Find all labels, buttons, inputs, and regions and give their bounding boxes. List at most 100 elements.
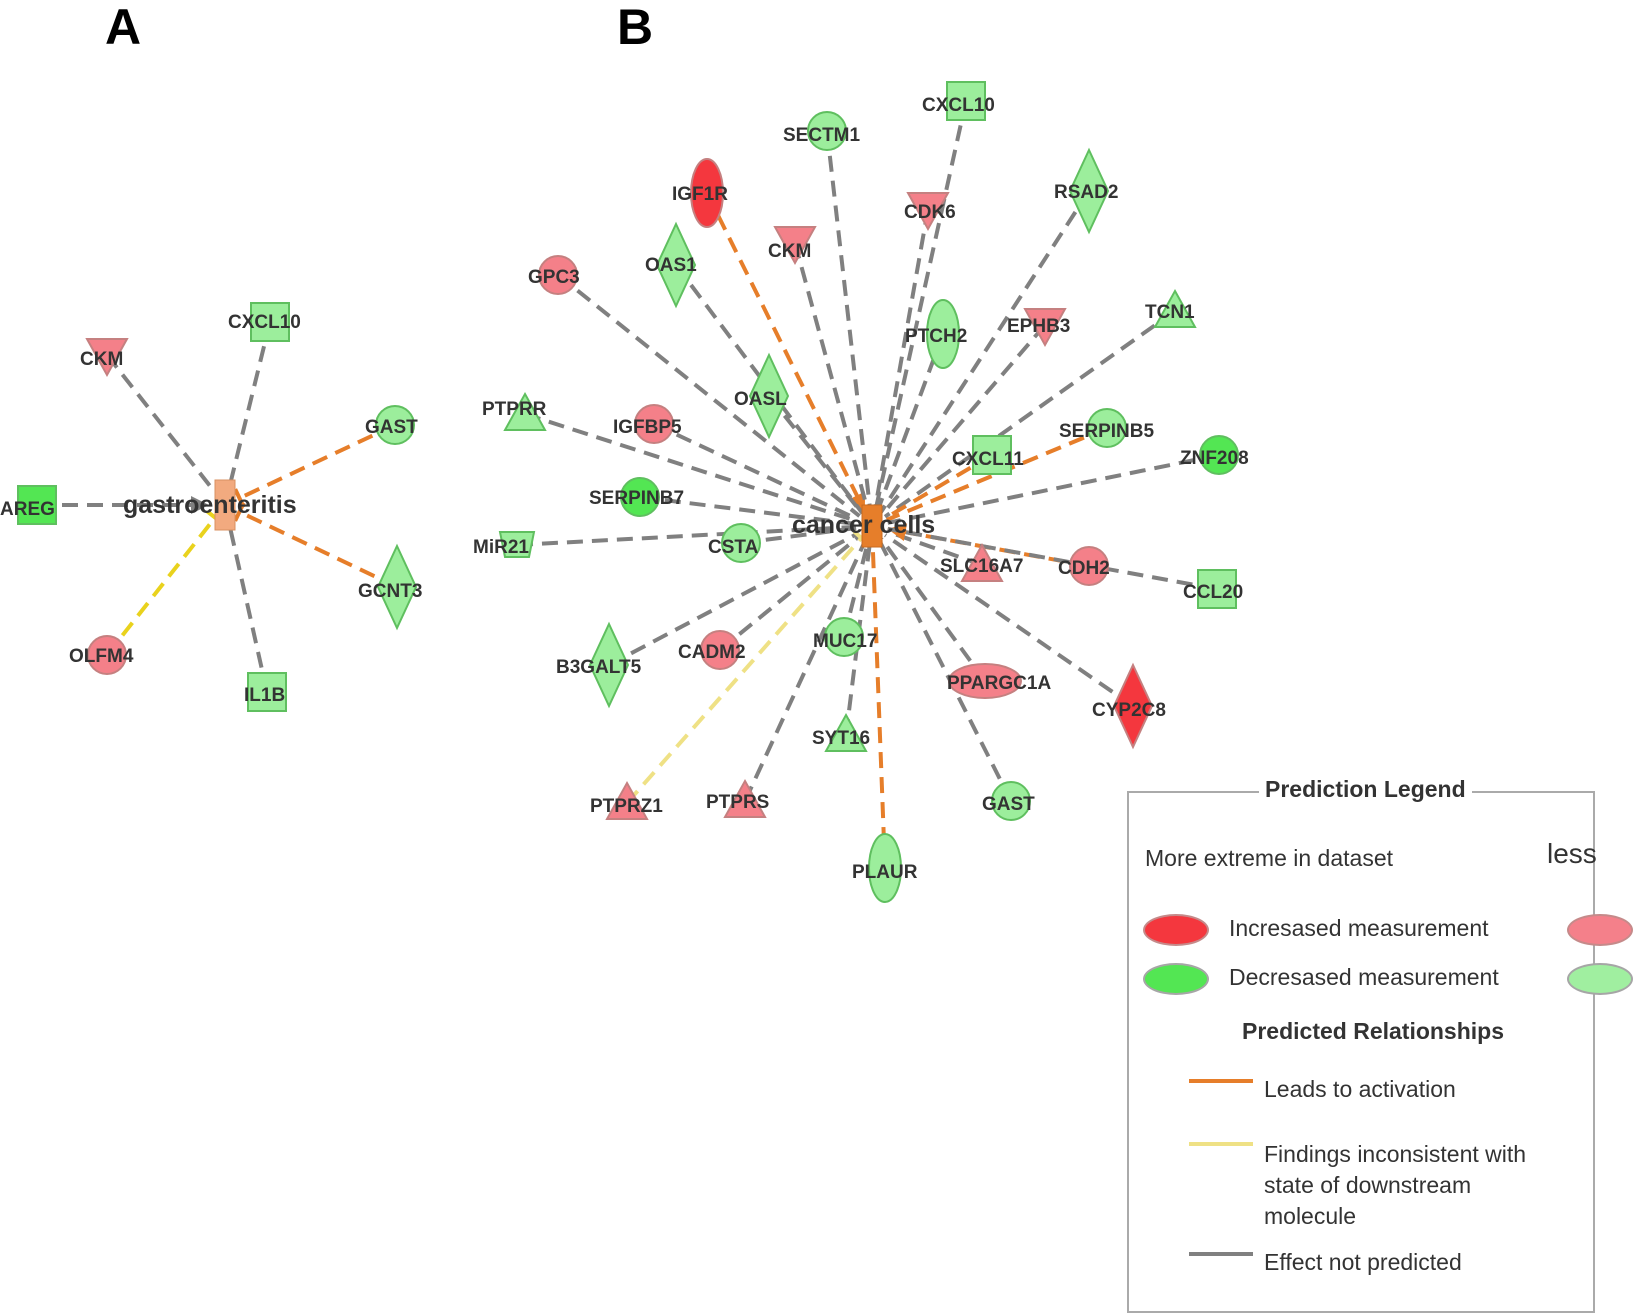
node-a-cxcl10-label: CXCL10: [228, 312, 301, 333]
node-b-serpinb7-shape: [620, 477, 660, 517]
node-b-plaur-label: PLAUR: [852, 862, 918, 883]
edge-b-ephb3: [880, 323, 1047, 516]
node-b-syt16: SYT16: [812, 712, 870, 752]
node-b-tcn1: TCN1: [1145, 288, 1197, 328]
legend-activation-label: Leads to activation: [1264, 1076, 1456, 1102]
node-a-ckm-shape: [85, 338, 129, 378]
node-b-plaur-shape: [868, 833, 902, 903]
node-b-cadm2: CADM2: [678, 630, 746, 670]
node-b-cxcl11-shape: [972, 435, 1012, 475]
edge-b-mir21: [516, 524, 857, 547]
node-b-cdk6-label: CDK6: [904, 202, 956, 223]
edge-b-b3galt5: [608, 531, 859, 667]
hub-cancer-cells: cancer cells: [792, 504, 935, 548]
node-b-ccl20-shape: [1197, 569, 1237, 609]
node-b-gast-shape: [991, 781, 1031, 821]
edge-b-ptch2: [875, 333, 945, 512]
node-b-znf208-shape: [1199, 435, 1239, 475]
node-b-znf208-label: ZNF208: [1180, 448, 1249, 469]
node-b-ptch2-label: PTCH2: [905, 326, 967, 347]
edge-b-ckm: [793, 242, 870, 512]
legend-not-predicted-label: Effect not predicted: [1264, 1249, 1462, 1275]
node-a-areg-shape: [17, 485, 57, 525]
edge-b-cxcl11: [884, 453, 994, 520]
legend-decreased-label: Decresased measurement: [1229, 964, 1499, 990]
node-a-ckm-label: CKM: [80, 349, 123, 370]
node-a-areg: AREG: [0, 485, 57, 525]
hub-gastroenteritis-label: gastroenteritis: [123, 491, 297, 519]
node-b-ptprs-label: PTPRS: [706, 792, 769, 813]
node-a-il1b-shape: [247, 672, 287, 712]
node-b-plaur: PLAUR: [852, 833, 918, 903]
edge-b-ptprr: [524, 412, 858, 523]
node-a-gcnt3: GCNT3: [358, 543, 422, 631]
edge-b-syt16: [844, 541, 873, 736]
node-b-mir21-label: MiR21: [473, 537, 529, 558]
node-b-slc16a7-shape: [960, 542, 1004, 582]
node-b-igfbp5-label: IGFBP5: [613, 417, 682, 438]
node-b-ephb3: EPHB3: [1007, 308, 1070, 348]
legend-title: Prediction Legend: [1259, 776, 1472, 803]
node-b-igf1r-label: IGF1R: [672, 184, 728, 205]
node-b-cadm2-label: CADM2: [678, 642, 746, 663]
legend-relationships-title: Predicted Relationships: [1242, 1018, 1505, 1044]
node-b-sectm1-label: SECTM1: [783, 125, 861, 146]
node-b-gpc3: GPC3: [528, 255, 580, 295]
node-b-ephb3-shape: [1023, 308, 1067, 348]
edge-b-rsad2: [879, 189, 1091, 514]
node-a-gast-shape: [375, 405, 415, 445]
node-b-cxcl11: CXCL11: [952, 435, 1024, 475]
node-a-gcnt3-label: GCNT3: [358, 581, 422, 602]
edge-b-cdk6: [872, 208, 930, 511]
hub-gastroenteritis: gastroenteritis: [123, 479, 297, 531]
node-b-igf1r: IGF1R: [672, 158, 728, 228]
legend-inconsistent-label: Findings inconsistent with state of down…: [1264, 1141, 1527, 1229]
panel-label-a: A: [105, 0, 141, 55]
node-b-syt16-shape: [824, 712, 868, 752]
node-b-igf1r-shape: [690, 158, 724, 228]
edge-a-il1b: [226, 520, 269, 693]
node-b-cdk6: CDK6: [904, 192, 956, 232]
node-b-rsad2-shape: [1068, 147, 1110, 235]
node-b-ppargc1a: PPARGC1A: [947, 663, 1051, 699]
node-a-olfm4: OLFM4: [69, 635, 134, 675]
node-b-cyp2c8-label: CYP2C8: [1092, 700, 1166, 721]
node-b-ccl20: CCL20: [1183, 569, 1243, 609]
panel-label-b: B: [617, 0, 653, 55]
node-b-cyp2c8: CYP2C8: [1092, 662, 1166, 750]
node-b-ptch2: PTCH2: [905, 299, 967, 369]
node-b-muc17-label: MUC17: [813, 631, 877, 652]
edge-b-muc17: [842, 541, 871, 638]
node-b-slc16a7-label: SLC16A7: [940, 556, 1023, 577]
node-a-il1b-label: IL1B: [244, 685, 285, 706]
legend-less: less: [1547, 838, 1597, 869]
node-b-sectm1-shape: [807, 111, 847, 151]
edge-b-igfbp5: [653, 422, 859, 522]
node-b-ppargc1a-label: PPARGC1A: [947, 673, 1051, 694]
node-b-cxcl10-shape: [946, 81, 986, 121]
legend-more-extreme: More extreme in dataset: [1145, 845, 1394, 871]
node-b-igfbp5-shape: [634, 404, 674, 444]
node-a-cxcl10-shape: [250, 302, 290, 342]
node-b-ccl20-label: CCL20: [1183, 582, 1243, 603]
node-b-gpc3-shape: [538, 255, 578, 295]
node-b-cdh2-shape: [1069, 546, 1109, 586]
node-b-mir21: MiR21: [473, 531, 536, 558]
node-b-syt16-label: SYT16: [812, 728, 870, 749]
edge-a-gcnt3-inhibit-bar: [233, 501, 246, 522]
node-b-ptprz1-shape: [605, 780, 649, 820]
node-b-ptch2-shape: [926, 299, 960, 369]
node-b-csta-label: CSTA: [708, 537, 759, 558]
edge-b-cxcl10: [873, 100, 968, 511]
node-b-csta-shape: [721, 523, 761, 563]
edge-b-serpinb7: [639, 495, 857, 526]
node-b-ptprr: PTPRR: [482, 391, 547, 431]
node-b-oas1: OAS1: [645, 221, 697, 309]
node-b-b3galt5: B3GALT5: [556, 621, 642, 709]
node-b-cxcl10: CXCL10: [922, 81, 995, 121]
node-b-cdk6-shape: [906, 192, 950, 232]
legend-increased-strong-swatch: [1143, 914, 1209, 946]
node-a-olfm4-shape: [87, 635, 127, 675]
node-b-csta: CSTA: [708, 523, 761, 563]
